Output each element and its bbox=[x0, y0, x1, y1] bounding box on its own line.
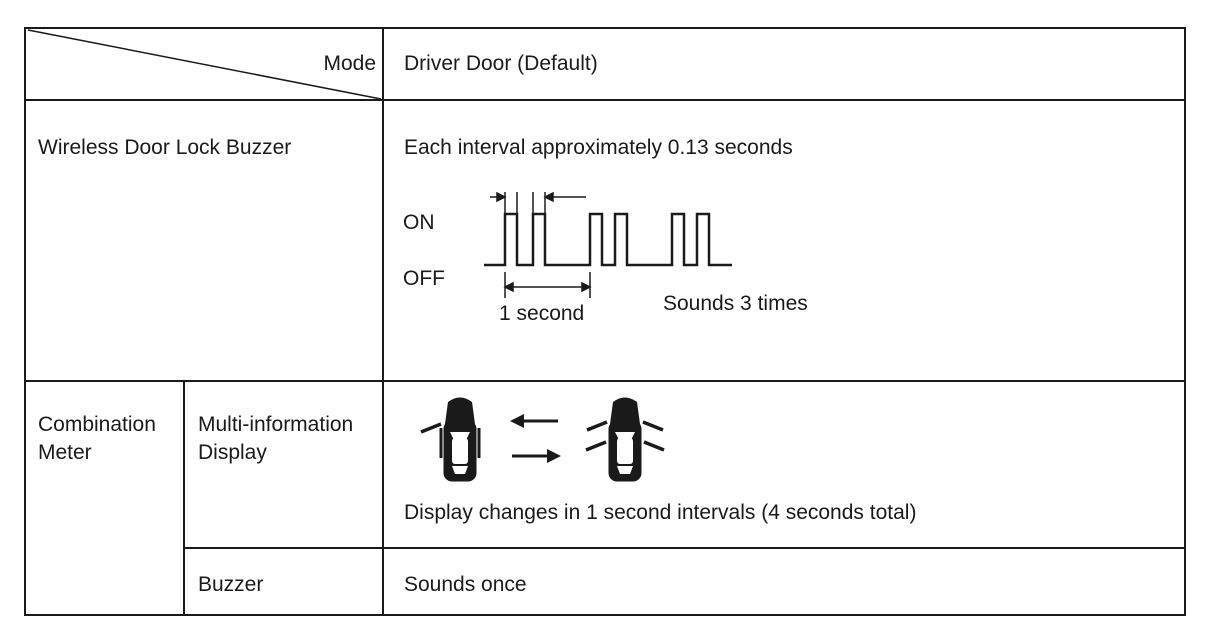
car-doors-closed-icon bbox=[420, 397, 481, 482]
header-diagonal-line bbox=[27, 29, 382, 100]
sound-count-label: Sounds 3 times bbox=[663, 292, 808, 315]
buzzer-row-label: Wireless Door Lock Buzzer bbox=[38, 136, 292, 159]
period-marker bbox=[503, 272, 592, 298]
off-label: OFF bbox=[403, 267, 445, 290]
pulse-waveform bbox=[484, 212, 732, 267]
interval-arrow-left bbox=[543, 191, 554, 203]
interval-description: Each interval approximately 0.13 seconds bbox=[404, 136, 793, 159]
display-caption: Display changes in 1 second intervals (4… bbox=[404, 501, 917, 524]
buzzer-subrow-label: Buzzer bbox=[198, 573, 264, 596]
mode-header-label: Mode bbox=[323, 52, 376, 75]
on-label: ON bbox=[403, 211, 435, 234]
mode-header-value: Driver Door (Default) bbox=[404, 52, 598, 75]
multi-information-display-label: Multi-information Display bbox=[198, 413, 354, 464]
combination-meter-label: Combination Meter bbox=[38, 413, 156, 464]
arrow-left-icon bbox=[510, 414, 558, 428]
arrow-right-icon bbox=[512, 449, 561, 463]
period-label: 1 second bbox=[499, 302, 584, 325]
interval-markers bbox=[490, 191, 586, 214]
interval-arrow-right bbox=[496, 191, 507, 203]
buzzer-subrow-value: Sounds once bbox=[404, 573, 527, 596]
car-doors-open-icon bbox=[585, 397, 665, 482]
table-border bbox=[24, 27, 1186, 616]
